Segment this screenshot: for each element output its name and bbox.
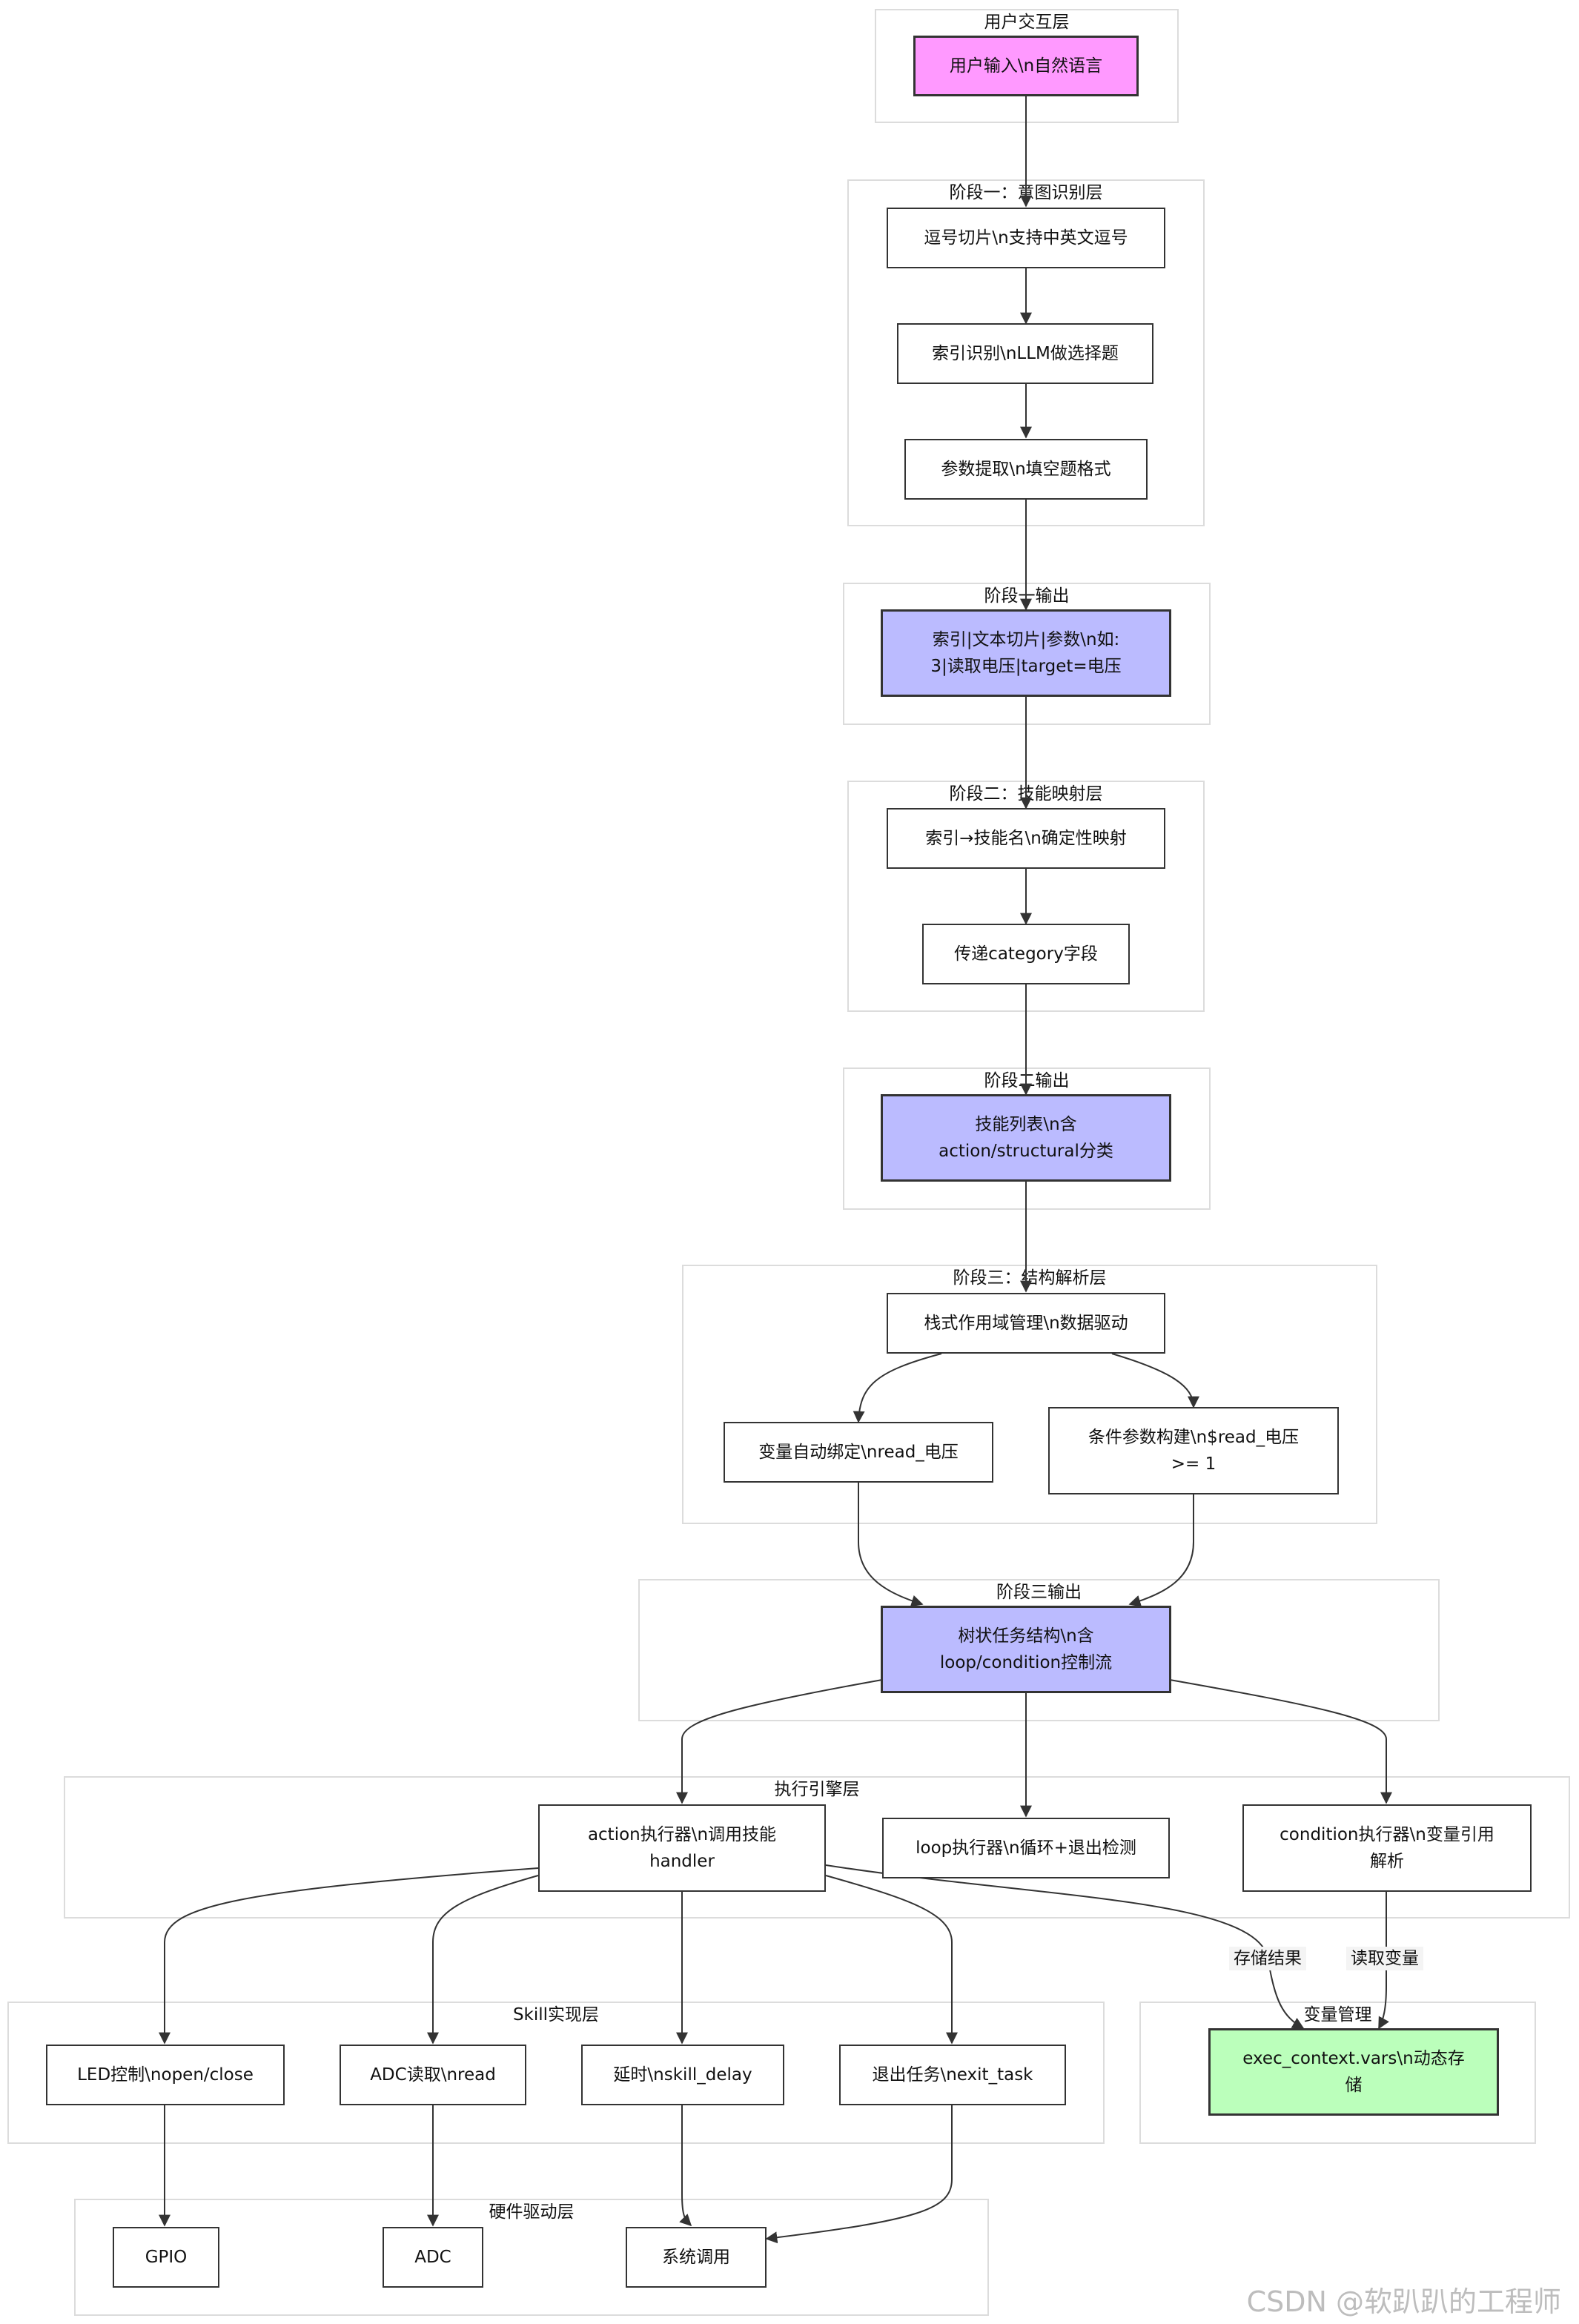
- node-condition-executor: condition执行器\n变量引用 解析: [1242, 1804, 1532, 1892]
- node-comma-split: 逗号切片\n支持中英文逗号: [887, 208, 1165, 268]
- node-syscall: 系统调用: [626, 2227, 767, 2288]
- edge-action-to-exit: [825, 1875, 958, 2045]
- edge-stack-to-condbuild: [1111, 1353, 1199, 1408]
- node-cond-build: 条件参数构建\n$read_电压 >= 1: [1048, 1407, 1339, 1494]
- node-index-to-skill: 索引→技能名\n确定性映射: [887, 808, 1165, 869]
- node-stage2-result: 技能列表\n含 action/structural分类: [881, 1094, 1171, 1182]
- group-title: 变量管理: [1303, 2005, 1372, 2025]
- group-title: 用户交互层: [984, 13, 1070, 32]
- group-title: 硬件驱动层: [489, 2202, 575, 2222]
- node-user-input: 用户输入\n自然语言: [913, 36, 1139, 96]
- node-adc-read: ADC读取\nread: [340, 2045, 526, 2105]
- node-loop-executor: loop执行器\n循环+退出检测: [882, 1818, 1170, 1878]
- edge-varbind-to-stage3out: [858, 1481, 924, 1607]
- edge-stage3out-to-action: [676, 1679, 883, 1804]
- node-stage3-result: 树状任务结构\n含 loop/condition控制流: [881, 1606, 1171, 1693]
- node-index-recognition: 索引识别\nLLM做选择题: [897, 323, 1153, 384]
- edge-delay-to-syscall: [679, 2104, 692, 2227]
- edge-label-store-result: 存储结果: [1229, 1947, 1306, 1970]
- group-title: 执行引擎层: [774, 1780, 860, 1799]
- edge-stage3out-to-cond: [1169, 1679, 1392, 1804]
- edge-action-to-context: [825, 1864, 1305, 2029]
- edge-stack-to-varbind: [853, 1353, 942, 1423]
- edge-exit-to-syscall: [765, 2104, 953, 2244]
- node-led-control: LED控制\nopen/close: [46, 2045, 285, 2105]
- node-pass-category: 传递category字段: [922, 924, 1130, 984]
- node-exec-context: exec_context.vars\n动态存 储: [1208, 2028, 1499, 2116]
- node-param-extract: 参数提取\n填空题格式: [904, 439, 1148, 500]
- node-stack-scope: 栈式作用域管理\n数据驱动: [887, 1293, 1165, 1354]
- edge-action-to-adc: [427, 1875, 539, 2045]
- node-adc: ADC: [383, 2227, 483, 2288]
- edge-action-to-led: [159, 1867, 539, 2045]
- edge-label-read-var: 读取变量: [1346, 1947, 1423, 1970]
- node-exit-task: 退出任务\nexit_task: [839, 2045, 1066, 2105]
- node-gpio: GPIO: [113, 2227, 219, 2288]
- node-delay: 延时\nskill_delay: [581, 2045, 784, 2105]
- group-title: 阶段三输出: [996, 1583, 1082, 1602]
- edge-condbuild-to-stage3out: [1128, 1494, 1194, 1607]
- watermark: CSDN @软趴趴的工程师: [1246, 2285, 1561, 2318]
- node-stage1-result: 索引|文本切片|参数\n如: 3|读取电压|target=电压: [881, 609, 1171, 697]
- group-title: Skill实现层: [512, 2005, 600, 2025]
- node-var-bind: 变量自动绑定\nread_电压: [724, 1422, 993, 1483]
- edge-cond-to-context: [1378, 1890, 1389, 2030]
- node-action-executor: action执行器\n调用技能 handler: [538, 1804, 826, 1892]
- group-hardware: 硬件驱动层: [74, 2199, 989, 2316]
